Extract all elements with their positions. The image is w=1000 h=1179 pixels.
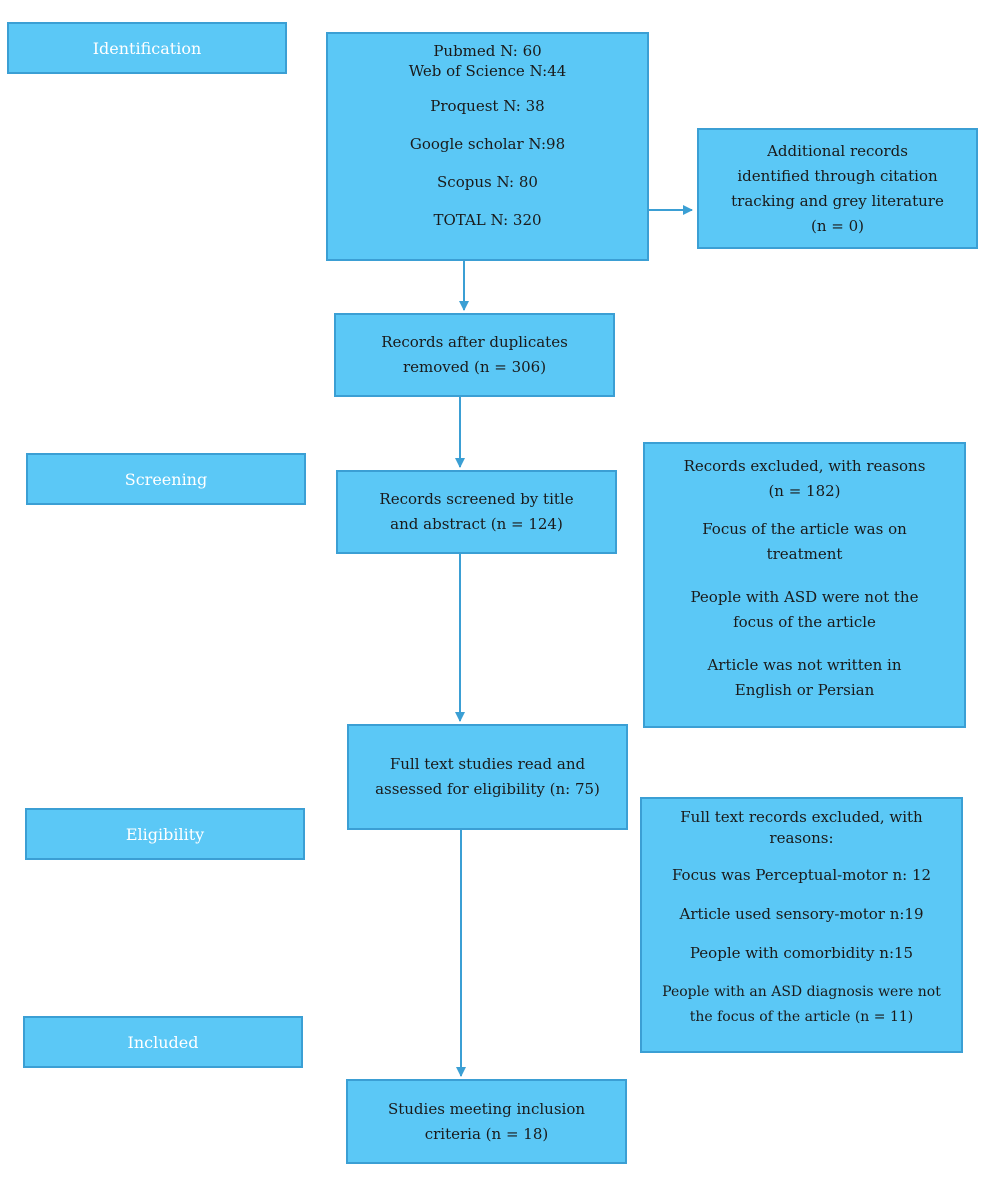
fulltext-excluded-reason-2: Article used sensory-motor n:19	[679, 905, 924, 923]
stage-identification-label: Identification	[92, 38, 202, 58]
included-line-1: Studies meeting inclusion	[387, 1099, 586, 1118]
additional-line-1: Additional records	[767, 141, 908, 160]
records-excluded-box: Records excluded, with reasons (n = 182)…	[643, 442, 966, 728]
screened-line-2: and abstract (n = 124)	[390, 515, 563, 533]
fulltext-excluded-reason-4a: People with an ASD diagnosis were not	[662, 984, 941, 1000]
fulltext-excluded-reason-4b: the focus of the article (n = 11)	[689, 1009, 914, 1025]
excluded-reason-2b: focus of the article	[733, 613, 876, 631]
excluded-reason-1a: Focus of the article was on	[702, 520, 907, 538]
stage-eligibility: Eligibility	[25, 808, 305, 860]
source-proquest: Proquest N: 38	[430, 97, 545, 115]
fulltext-excluded-reason-1: Focus was Perceptual-motor n: 12	[671, 866, 932, 884]
excluded-reason-3a: Article was not written in	[707, 656, 902, 674]
stage-screening: Screening	[26, 453, 306, 505]
source-scopus: Scopus N: 80	[437, 173, 538, 191]
fulltext-excluded-reason-3: People with comorbidity n:15	[689, 944, 914, 962]
duplicates-line-1: Records after duplicates	[381, 333, 568, 351]
fulltext-excluded-header-1: Full text records excluded, with	[680, 808, 923, 826]
fulltext-line-2: assessed for eligibility (n: 75)	[375, 780, 600, 798]
excluded-header-2: (n = 182)	[768, 482, 841, 500]
fulltext-excluded-header-2: reasons:	[769, 829, 834, 847]
stage-screening-label: Screening	[124, 469, 208, 489]
studies-included-box: Studies meeting inclusion criteria (n = …	[346, 1079, 627, 1164]
additional-line-3: tracking and grey literature	[731, 191, 944, 210]
fulltext-line-1: Full text studies read and	[389, 755, 586, 773]
source-pubmed: Pubmed N: 60	[433, 42, 542, 60]
excluded-reason-1b: treatment	[766, 545, 843, 563]
stage-included-label: Included	[127, 1032, 199, 1052]
duplicates-removed-box: Records after duplicates removed (n = 30…	[334, 313, 615, 397]
excluded-reason-2a: People with ASD were not the	[690, 588, 919, 606]
fulltext-excluded-box: Full text records excluded, with reasons…	[640, 797, 963, 1053]
additional-records-box: Additional records identified through ci…	[697, 128, 978, 249]
source-google-scholar: Google scholar N:98	[409, 135, 566, 153]
included-line-2: criteria (n = 18)	[424, 1124, 549, 1143]
additional-line-4: (n = 0)	[810, 216, 864, 235]
database-sources-box: Pubmed N: 60 Web of Science N:44 Proques…	[326, 32, 649, 261]
source-web-of-science: Web of Science N:44	[408, 62, 567, 80]
fulltext-assessed-box: Full text studies read and assessed for …	[347, 724, 628, 830]
additional-line-2: identified through citation	[737, 166, 938, 185]
stage-eligibility-label: Eligibility	[125, 824, 205, 844]
stage-identification: Identification	[7, 22, 287, 74]
excluded-header-1: Records excluded, with reasons	[683, 457, 926, 475]
excluded-reason-3b: English or Persian	[734, 681, 875, 699]
stage-included: Included	[23, 1016, 303, 1068]
records-screened-box: Records screened by title and abstract (…	[336, 470, 617, 554]
source-total: TOTAL N: 320	[433, 211, 542, 229]
screened-line-1: Records screened by title	[379, 490, 574, 508]
duplicates-line-2: removed (n = 306)	[402, 358, 547, 376]
